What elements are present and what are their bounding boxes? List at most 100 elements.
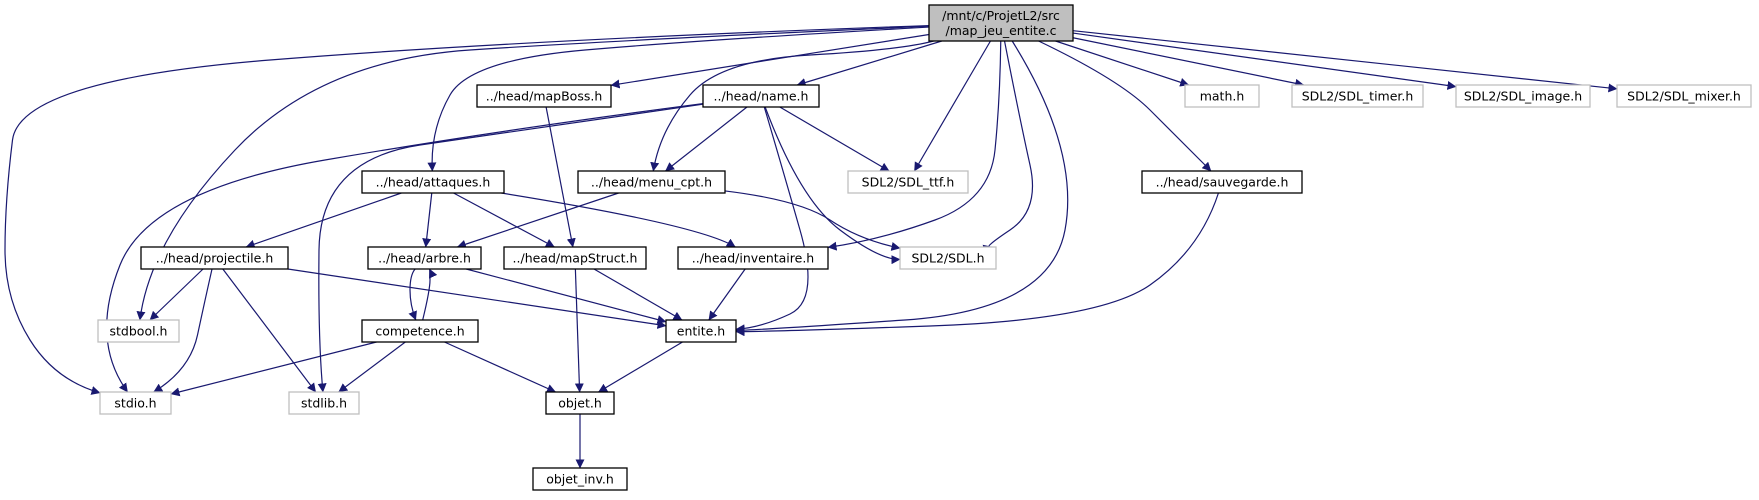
node-box-mapstruct	[503, 246, 647, 270]
edge-projectile-to-entite	[287, 268, 667, 329]
node-entite[interactable]: entite.h	[665, 319, 737, 343]
node-sauvegarde[interactable]: ../head/sauvegarde.h	[1141, 170, 1303, 194]
node-objet_inv[interactable]: objet_inv.h	[532, 467, 628, 491]
node-name[interactable]: ../head/name.h	[702, 84, 820, 108]
node-sdl: SDL2/SDL.h	[899, 246, 997, 270]
node-label-math: math.h	[1200, 89, 1245, 104]
node-label-competence: competence.h	[375, 324, 464, 339]
node-box-arbre	[367, 246, 482, 270]
edge-projectile-to-stdlib	[222, 268, 317, 393]
node-label-stdio: stdio.h	[114, 396, 156, 411]
edge-attaques-to-projectile	[245, 192, 402, 249]
edge-name-to-menu_cpt	[665, 106, 748, 172]
node-label-stdbool: stdbool.h	[110, 324, 168, 339]
node-arbre[interactable]: ../head/arbre.h	[367, 246, 482, 270]
edge-root-to-attaques	[427, 26, 930, 172]
node-box-root	[928, 4, 1074, 42]
edge-root-to-math	[1055, 40, 1190, 87]
node-stdio: stdio.h	[99, 391, 172, 415]
edges-layer	[4, 24, 1618, 469]
node-box-stdbool	[97, 319, 180, 343]
node-inventaire[interactable]: ../head/inventaire.h	[677, 246, 829, 270]
edge-competence-to-arbre	[422, 268, 438, 321]
edge-mapboss-to-mapstruct	[545, 106, 576, 248]
node-label-inventaire: ../head/inventaire.h	[692, 251, 814, 266]
node-box-sdl_ttf	[847, 170, 969, 194]
edge-sauvegarde-to-entite	[735, 192, 1220, 337]
node-label-mapboss: ../head/mapBoss.h	[486, 89, 603, 104]
node-box-entite	[665, 319, 737, 343]
node-mapstruct[interactable]: ../head/mapStruct.h	[503, 246, 647, 270]
edge-menu_cpt-to-sdl	[724, 190, 901, 251]
edge-entite-to-objet	[598, 341, 683, 393]
edge-arbre-to-entite	[466, 268, 667, 324]
edge-root-to-sdl_timer	[1072, 37, 1305, 88]
edge-competence-to-stdlib	[338, 341, 406, 393]
edge-root-to-sauvegarde	[1038, 40, 1212, 172]
edge-inventaire-to-entite	[708, 268, 746, 321]
edge-root-to-inventaire	[827, 40, 1002, 251]
node-box-projectile	[140, 246, 289, 270]
edge-root-to-sdl_ttf	[913, 40, 991, 172]
node-root[interactable]: /mnt/c/ProjetL2/src/map_jeu_entite.c	[928, 4, 1074, 42]
edge-name-to-sdl_ttf	[779, 106, 890, 172]
node-label-attaques: ../head/attaques.h	[376, 175, 491, 190]
edge-attaques-to-arbre	[422, 192, 433, 248]
node-label-name: ../head/name.h	[714, 89, 809, 104]
edge-attaques-to-inventaire	[501, 192, 736, 248]
edge-mapstruct-to-objet	[574, 268, 584, 393]
node-mapboss[interactable]: ../head/mapBoss.h	[476, 84, 612, 108]
edge-root-to-stdio	[4, 24, 930, 395]
node-label-objet: objet.h	[558, 396, 602, 411]
node-box-name	[702, 84, 820, 108]
node-label-mapstruct: ../head/mapStruct.h	[513, 251, 638, 266]
node-box-mapboss	[476, 84, 612, 108]
node-box-objet	[545, 391, 615, 415]
node-box-sdl_mixer	[1616, 84, 1752, 108]
node-sdl_ttf: SDL2/SDL_ttf.h	[847, 170, 969, 194]
edge-root-to-stdbool	[136, 25, 930, 321]
node-attaques[interactable]: ../head/attaques.h	[361, 170, 505, 194]
node-projectile[interactable]: ../head/projectile.h	[140, 246, 289, 270]
node-box-stdlib	[288, 391, 360, 415]
node-label-objet_inv: objet_inv.h	[546, 472, 614, 487]
edge-arbre-to-competence	[408, 268, 417, 321]
node-label-entite: entite.h	[677, 324, 725, 339]
node-sdl_timer: SDL2/SDL_timer.h	[1291, 84, 1424, 108]
node-box-sdl_timer	[1291, 84, 1424, 108]
edge-competence-to-objet	[444, 341, 556, 393]
node-box-stdio	[99, 391, 172, 415]
edge-projectile-to-stdbool	[149, 268, 204, 321]
node-label-projectile: ../head/projectile.h	[156, 251, 274, 266]
node-label-menu_cpt: ../head/menu_cpt.h	[591, 175, 712, 190]
node-stdbool: stdbool.h	[97, 319, 180, 343]
node-label-sdl: SDL2/SDL.h	[911, 251, 984, 266]
node-sdl_mixer: SDL2/SDL_mixer.h	[1616, 84, 1752, 108]
node-label-sdl_ttf: SDL2/SDL_ttf.h	[862, 175, 955, 190]
nodes-layer: /mnt/c/ProjetL2/src/map_jeu_entite.c ../h…	[97, 4, 1752, 491]
node-math: math.h	[1184, 84, 1260, 108]
edge-competence-to-stdio	[170, 341, 377, 397]
edge-name-to-entite	[735, 106, 809, 334]
node-menu_cpt[interactable]: ../head/menu_cpt.h	[577, 170, 726, 194]
node-box-menu_cpt	[577, 170, 726, 194]
node-stdlib: stdlib.h	[288, 391, 360, 415]
edge-root-to-sdl_image	[1072, 32, 1457, 90]
edge-name-to-stdlib	[317, 103, 704, 393]
edge-root-to-name	[796, 40, 942, 87]
node-objet[interactable]: objet.h	[545, 391, 615, 415]
node-box-math	[1184, 84, 1260, 108]
node-box-objet_inv	[532, 467, 628, 491]
node-box-competence	[361, 319, 479, 343]
node-box-attaques	[361, 170, 505, 194]
node-label-sdl_image: SDL2/SDL_image.h	[1464, 89, 1582, 104]
node-competence[interactable]: competence.h	[361, 319, 479, 343]
node-box-sdl_image	[1455, 84, 1591, 108]
node-label-sdl_mixer: SDL2/SDL_mixer.h	[1627, 89, 1741, 104]
edge-root-to-sdl_mixer	[1072, 30, 1618, 93]
edge-name-to-stdio	[106, 102, 704, 393]
edge-attaques-to-mapstruct	[453, 192, 555, 248]
node-label-sauvegarde: ../head/sauvegarde.h	[1156, 175, 1289, 190]
edge-root-to-entite	[735, 40, 1069, 335]
